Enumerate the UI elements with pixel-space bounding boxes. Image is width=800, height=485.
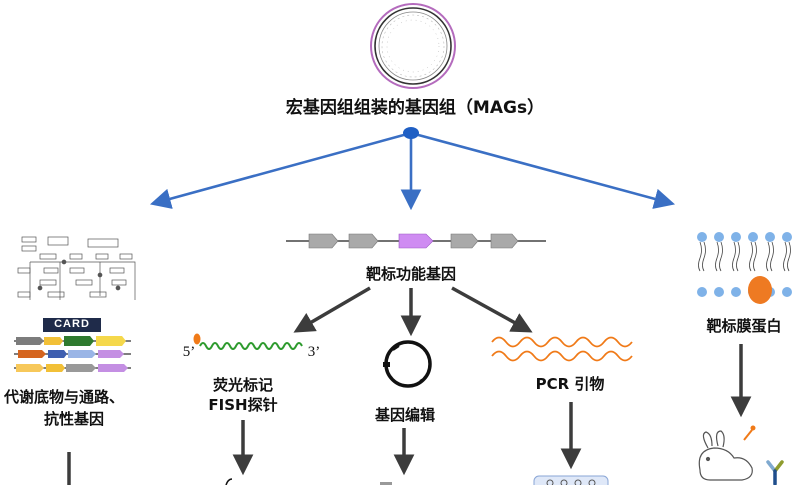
card-label: CARD — [54, 318, 90, 330]
resistance-gene-arrows — [14, 318, 131, 372]
five-prime-label: 5’ — [182, 344, 196, 360]
metabolism-label-line1: 代谢底物与通路、 — [4, 388, 125, 406]
circular-genome-icon — [370, 3, 456, 89]
antibody-icon — [766, 460, 784, 485]
target-gene-label: 靶标功能基因 — [365, 265, 456, 283]
top-branch-arrows — [149, 127, 676, 211]
branch-node — [403, 127, 419, 139]
pcr-label: PCR 引物 — [535, 375, 605, 393]
membrane-protein-blob — [748, 276, 772, 304]
card-label-box — [43, 318, 101, 332]
metabolic-pathway-icon — [17, 236, 136, 300]
fluorophore-icon — [193, 333, 201, 345]
membrane-protein-icon — [697, 232, 792, 304]
pcr-primer-icon — [491, 336, 633, 362]
plasmid-icon — [383, 340, 432, 388]
fish-probe-icon — [193, 333, 303, 350]
root-title: 宏基因组组装的基因组（MAGs） — [285, 98, 545, 118]
gene-cluster-icon — [286, 233, 546, 249]
bottom-partial-icons — [225, 475, 609, 485]
fish-label-line1: 荧光标记 — [212, 376, 273, 394]
three-prime-label: 3’ — [307, 344, 321, 360]
lower-arrows — [67, 344, 752, 485]
metabolism-label-line2: 抗性基因 — [43, 410, 104, 428]
target-gene-arrows — [293, 286, 533, 337]
rabbit-icon — [698, 425, 756, 481]
fish-label-line2: FISH探针 — [208, 396, 278, 414]
membrane-protein-label: 靶标膜蛋白 — [706, 317, 782, 335]
gene-editing-label: 基因编辑 — [374, 406, 435, 424]
